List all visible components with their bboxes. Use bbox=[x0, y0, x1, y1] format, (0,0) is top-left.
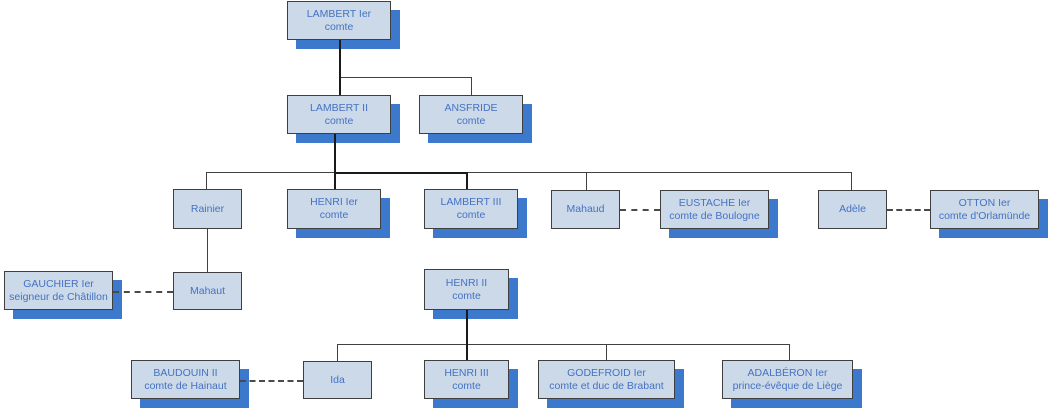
node-title: Mahaut bbox=[189, 284, 226, 297]
node-mahaud[interactable]: Mahaud bbox=[551, 190, 620, 229]
node-subtitle: prince-évêque de Liège bbox=[732, 379, 843, 392]
node-title: ANSFRIDE bbox=[444, 101, 498, 114]
node-subtitle: comte et duc de Brabant bbox=[549, 379, 664, 392]
node-title: BAUDOUIN II bbox=[153, 366, 218, 379]
connector-bus-lambert1-children bbox=[339, 77, 472, 78]
node-title: EUSTACHE Ier bbox=[678, 196, 751, 209]
node-label-wrap: Mahaut bbox=[190, 285, 225, 298]
node-label-wrap: Rainier bbox=[191, 203, 224, 216]
connector-drop-mahaud bbox=[586, 172, 587, 190]
node-ida[interactable]: Ida bbox=[303, 361, 372, 399]
node-subtitle: comte bbox=[452, 289, 481, 302]
node-label-wrap: Ida bbox=[330, 374, 345, 387]
node-title: LAMBERT Ier bbox=[306, 7, 372, 20]
node-rainier[interactable]: Rainier bbox=[173, 189, 242, 229]
node-title: LAMBERT II bbox=[310, 101, 368, 114]
marriage-link-adele-otton bbox=[887, 209, 930, 211]
connector-drop-henri1 bbox=[334, 172, 336, 189]
connector-drop-lambert1 bbox=[339, 40, 341, 77]
node-title: OTTON Ier bbox=[958, 196, 1011, 209]
connector-bus-gen5 bbox=[337, 344, 789, 345]
node-title: ADALBÉRON Ier bbox=[747, 366, 828, 379]
connector-drop-lambert2 bbox=[339, 77, 341, 95]
connector-bus-gen3-emph bbox=[334, 172, 466, 174]
node-subtitle: comte bbox=[452, 379, 481, 392]
node-title: Adèle bbox=[839, 203, 866, 215]
node-label-wrap: Mahaud bbox=[567, 203, 605, 216]
node-subtitle: seigneur de Châtillon bbox=[9, 290, 108, 303]
connector-rainier-to-mahaut bbox=[207, 229, 208, 272]
node-title: HENRI Ier bbox=[310, 196, 358, 208]
connector-drop-godefroid bbox=[606, 344, 607, 360]
node-title: GAUCHIER Ier bbox=[23, 277, 94, 290]
node-subtitle: comte de Hainaut bbox=[144, 379, 227, 392]
connector-drop-adele bbox=[851, 172, 852, 190]
connector-drop-lambert2-down bbox=[334, 134, 336, 172]
node-subtitle: comte d'Orlamünde bbox=[938, 209, 1031, 222]
connector-drop-lambert3 bbox=[466, 172, 468, 189]
connector-drop-henri3 bbox=[466, 344, 468, 360]
connector-drop-adalberon bbox=[789, 344, 790, 360]
node-title: HENRI II bbox=[445, 276, 488, 289]
node-adele[interactable]: Adèle bbox=[818, 190, 887, 229]
connector-drop-henri2 bbox=[466, 310, 468, 344]
connector-drop-rainier bbox=[206, 172, 207, 189]
marriage-link-baudouin2-ida bbox=[240, 380, 303, 382]
connector-drop-ansfride bbox=[471, 77, 472, 95]
connector-bus-gen3 bbox=[206, 172, 852, 173]
marriage-link-gauchier-mahaut bbox=[113, 291, 173, 293]
node-label-wrap: Adèle bbox=[839, 203, 866, 216]
node-title: Ida bbox=[330, 373, 345, 386]
node-title: Rainier bbox=[190, 202, 225, 215]
marriage-link-mahaud-eustache bbox=[620, 209, 660, 211]
node-subtitle: comte bbox=[319, 209, 349, 221]
node-subtitle: comte bbox=[456, 114, 486, 127]
node-title: Mahaud bbox=[566, 203, 605, 215]
node-subtitle: comte bbox=[324, 114, 354, 127]
node-title: LAMBERT III bbox=[440, 196, 502, 208]
node-title: HENRI III bbox=[444, 366, 489, 379]
node-title: GODEFROID Ier bbox=[567, 366, 646, 379]
node-subtitle: comte bbox=[456, 209, 486, 221]
node-subtitle: comte de Boulogne bbox=[669, 209, 760, 222]
node-subtitle: comte bbox=[324, 20, 354, 33]
connector-drop-ida bbox=[337, 344, 338, 361]
node-mahaut[interactable]: Mahaut bbox=[173, 272, 242, 310]
